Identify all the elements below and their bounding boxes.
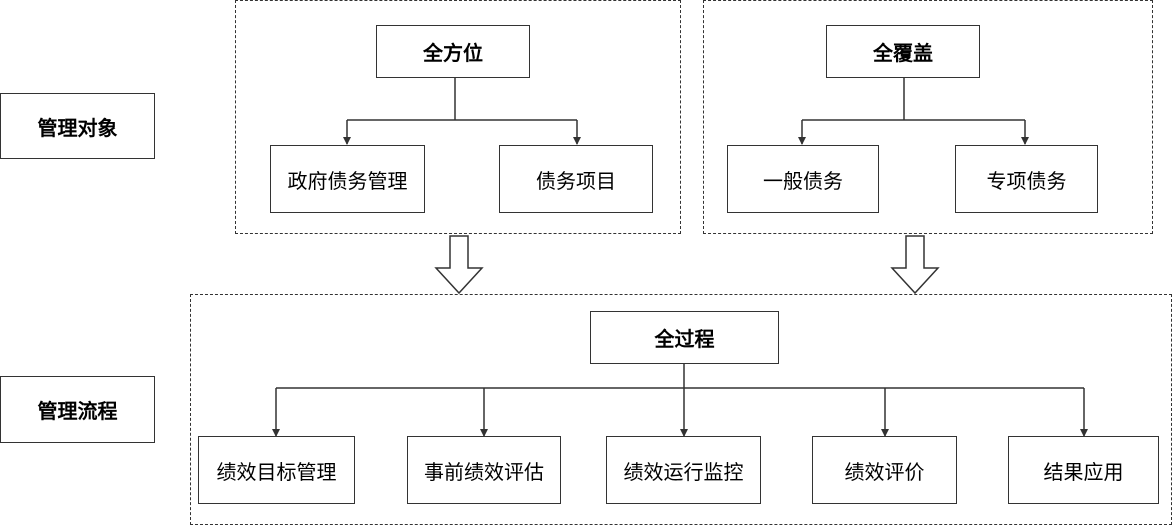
process-container <box>190 294 1172 525</box>
left-group-child-2: 债务项目 <box>499 145 653 213</box>
right-group-title: 全覆盖 <box>826 25 980 78</box>
process-title: 全过程 <box>590 311 779 364</box>
row-label-process: 管理流程 <box>0 376 155 443</box>
hollow-down-arrow-left <box>434 235 484 295</box>
left-group-child-1: 政府债务管理 <box>270 145 425 213</box>
process-step-1: 绩效目标管理 <box>198 436 355 504</box>
process-step-2: 事前绩效评估 <box>407 436 561 504</box>
right-group-child-2: 专项债务 <box>955 145 1098 213</box>
process-step-5: 结果应用 <box>1008 436 1159 504</box>
row-label-objects: 管理对象 <box>0 93 155 159</box>
hollow-down-arrow-right <box>890 235 940 295</box>
process-step-3: 绩效运行监控 <box>606 436 761 504</box>
left-group-title: 全方位 <box>376 25 530 78</box>
right-group-child-1: 一般债务 <box>727 145 879 213</box>
objects-right-container <box>703 0 1153 234</box>
objects-left-container <box>235 0 681 234</box>
process-step-4: 绩效评价 <box>812 436 957 504</box>
